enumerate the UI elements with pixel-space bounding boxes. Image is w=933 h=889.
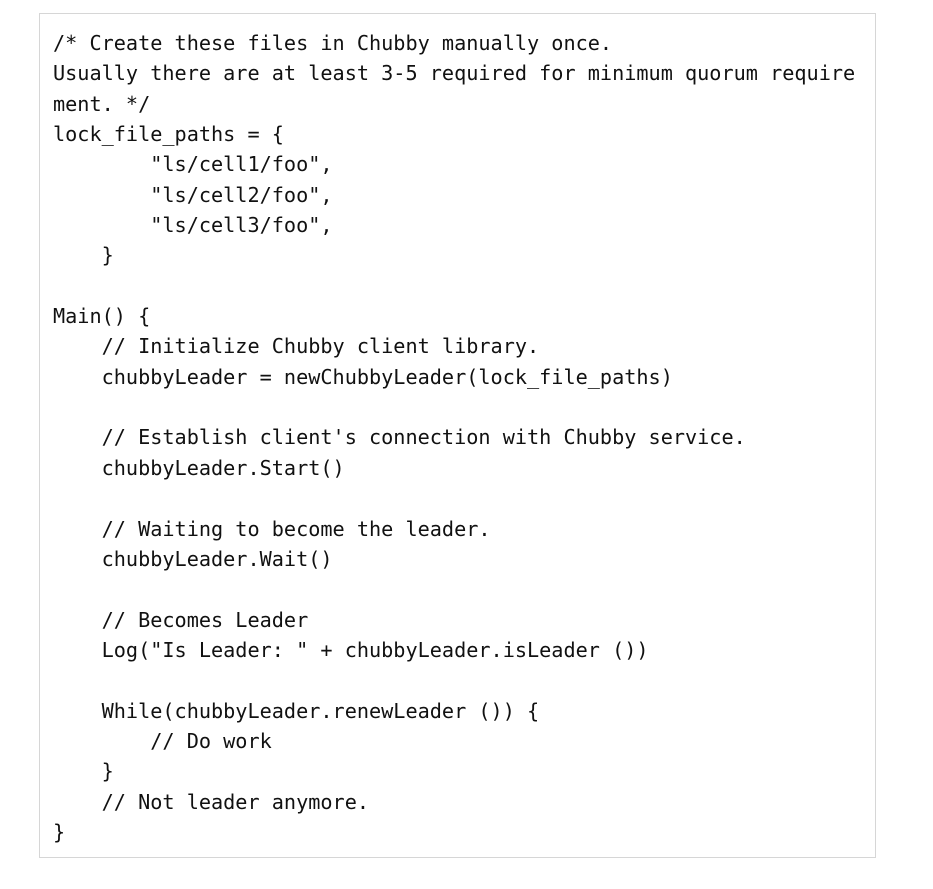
code-line: lock_file_paths = { — [53, 122, 284, 147]
code-content: /* Create these files in Chubby manually… — [53, 28, 855, 847]
code-line: // Becomes Leader — [53, 607, 309, 632]
code-line: Log("Is Leader: " + chubbyLeader.isLeade… — [53, 637, 649, 662]
code-line: While(chubbyLeader.renewLeader ()) { — [53, 698, 540, 723]
code-line — [53, 271, 855, 301]
code-line: // Not leader anymore. — [53, 789, 370, 814]
code-line: } — [53, 819, 66, 844]
code-block: /* Create these files in Chubby manually… — [39, 13, 876, 858]
code-line — [53, 574, 855, 604]
code-line: // Initialize Chubby client library. — [53, 334, 540, 359]
code-line: Usually there are at least 3-5 required … — [53, 61, 856, 86]
code-line: chubbyLeader.Wait() — [53, 546, 333, 571]
code-line: "ls/cell2/foo", — [53, 182, 333, 207]
code-line: // Establish client's connection with Ch… — [53, 425, 746, 450]
code-line: /* Create these files in Chubby manually… — [53, 31, 613, 55]
code-line: chubbyLeader.Start() — [53, 455, 345, 480]
code-line — [53, 392, 855, 422]
code-line — [53, 483, 855, 513]
code-line: "ls/cell3/foo", — [53, 213, 333, 238]
code-line: ment. */ — [53, 91, 151, 116]
code-line: Main() { — [53, 304, 151, 329]
code-line: } — [53, 759, 114, 784]
code-line: // Do work — [53, 728, 272, 753]
code-line: "ls/cell1/foo", — [53, 152, 333, 177]
code-line: } — [53, 243, 114, 268]
code-line: // Waiting to become the leader. — [53, 516, 491, 541]
code-line — [53, 665, 855, 695]
code-line: chubbyLeader = newChubbyLeader(lock_file… — [53, 364, 673, 389]
